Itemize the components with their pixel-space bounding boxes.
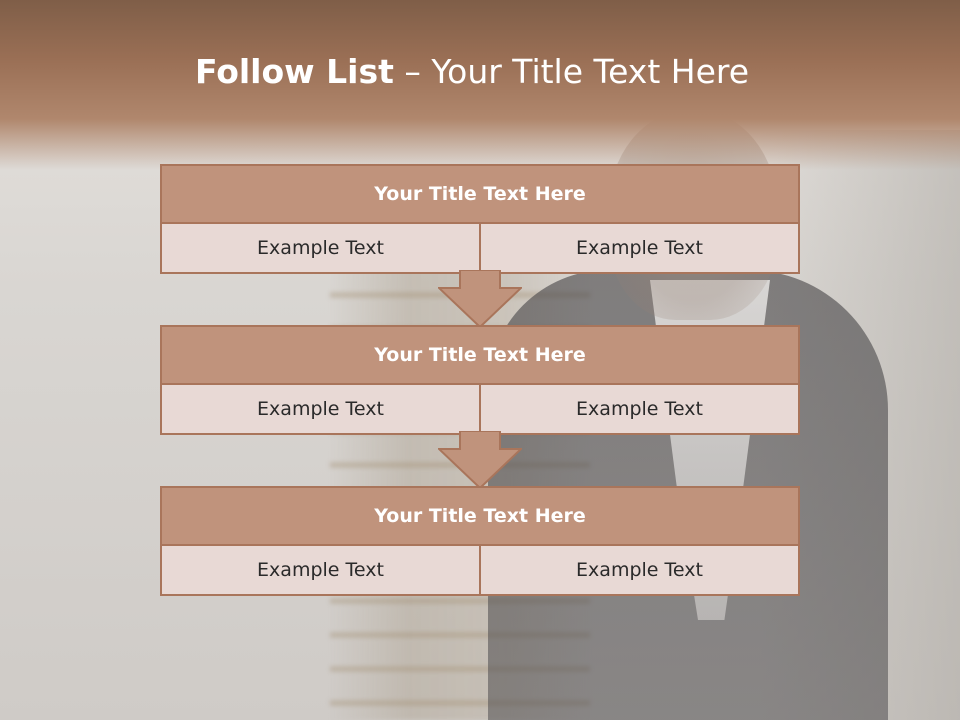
block-cell-right: Example Text bbox=[479, 546, 798, 594]
block-row: Example Text Example Text bbox=[162, 385, 798, 433]
block-cell-right: Example Text bbox=[479, 224, 798, 272]
list-block-2: Your Title Text Here Example Text Exampl… bbox=[160, 325, 800, 435]
list-block-3: Your Title Text Here Example Text Exampl… bbox=[160, 486, 800, 596]
block-title: Your Title Text Here bbox=[162, 327, 798, 385]
slide-title: Follow List – Your Title Text Here bbox=[0, 52, 944, 91]
block-cell-left: Example Text bbox=[162, 546, 479, 594]
title-band bbox=[0, 0, 960, 170]
title-rest: – Your Title Text Here bbox=[393, 52, 750, 91]
block-cell-right: Example Text bbox=[479, 385, 798, 433]
block-cell-left: Example Text bbox=[162, 224, 479, 272]
block-title: Your Title Text Here bbox=[162, 488, 798, 546]
block-row: Example Text Example Text bbox=[162, 546, 798, 594]
down-arrow-icon bbox=[438, 431, 522, 489]
list-block-1: Your Title Text Here Example Text Exampl… bbox=[160, 164, 800, 274]
block-title: Your Title Text Here bbox=[162, 166, 798, 224]
title-bold: Follow List bbox=[194, 52, 394, 91]
down-arrow-icon bbox=[438, 270, 522, 328]
block-cell-left: Example Text bbox=[162, 385, 479, 433]
block-row: Example Text Example Text bbox=[162, 224, 798, 272]
